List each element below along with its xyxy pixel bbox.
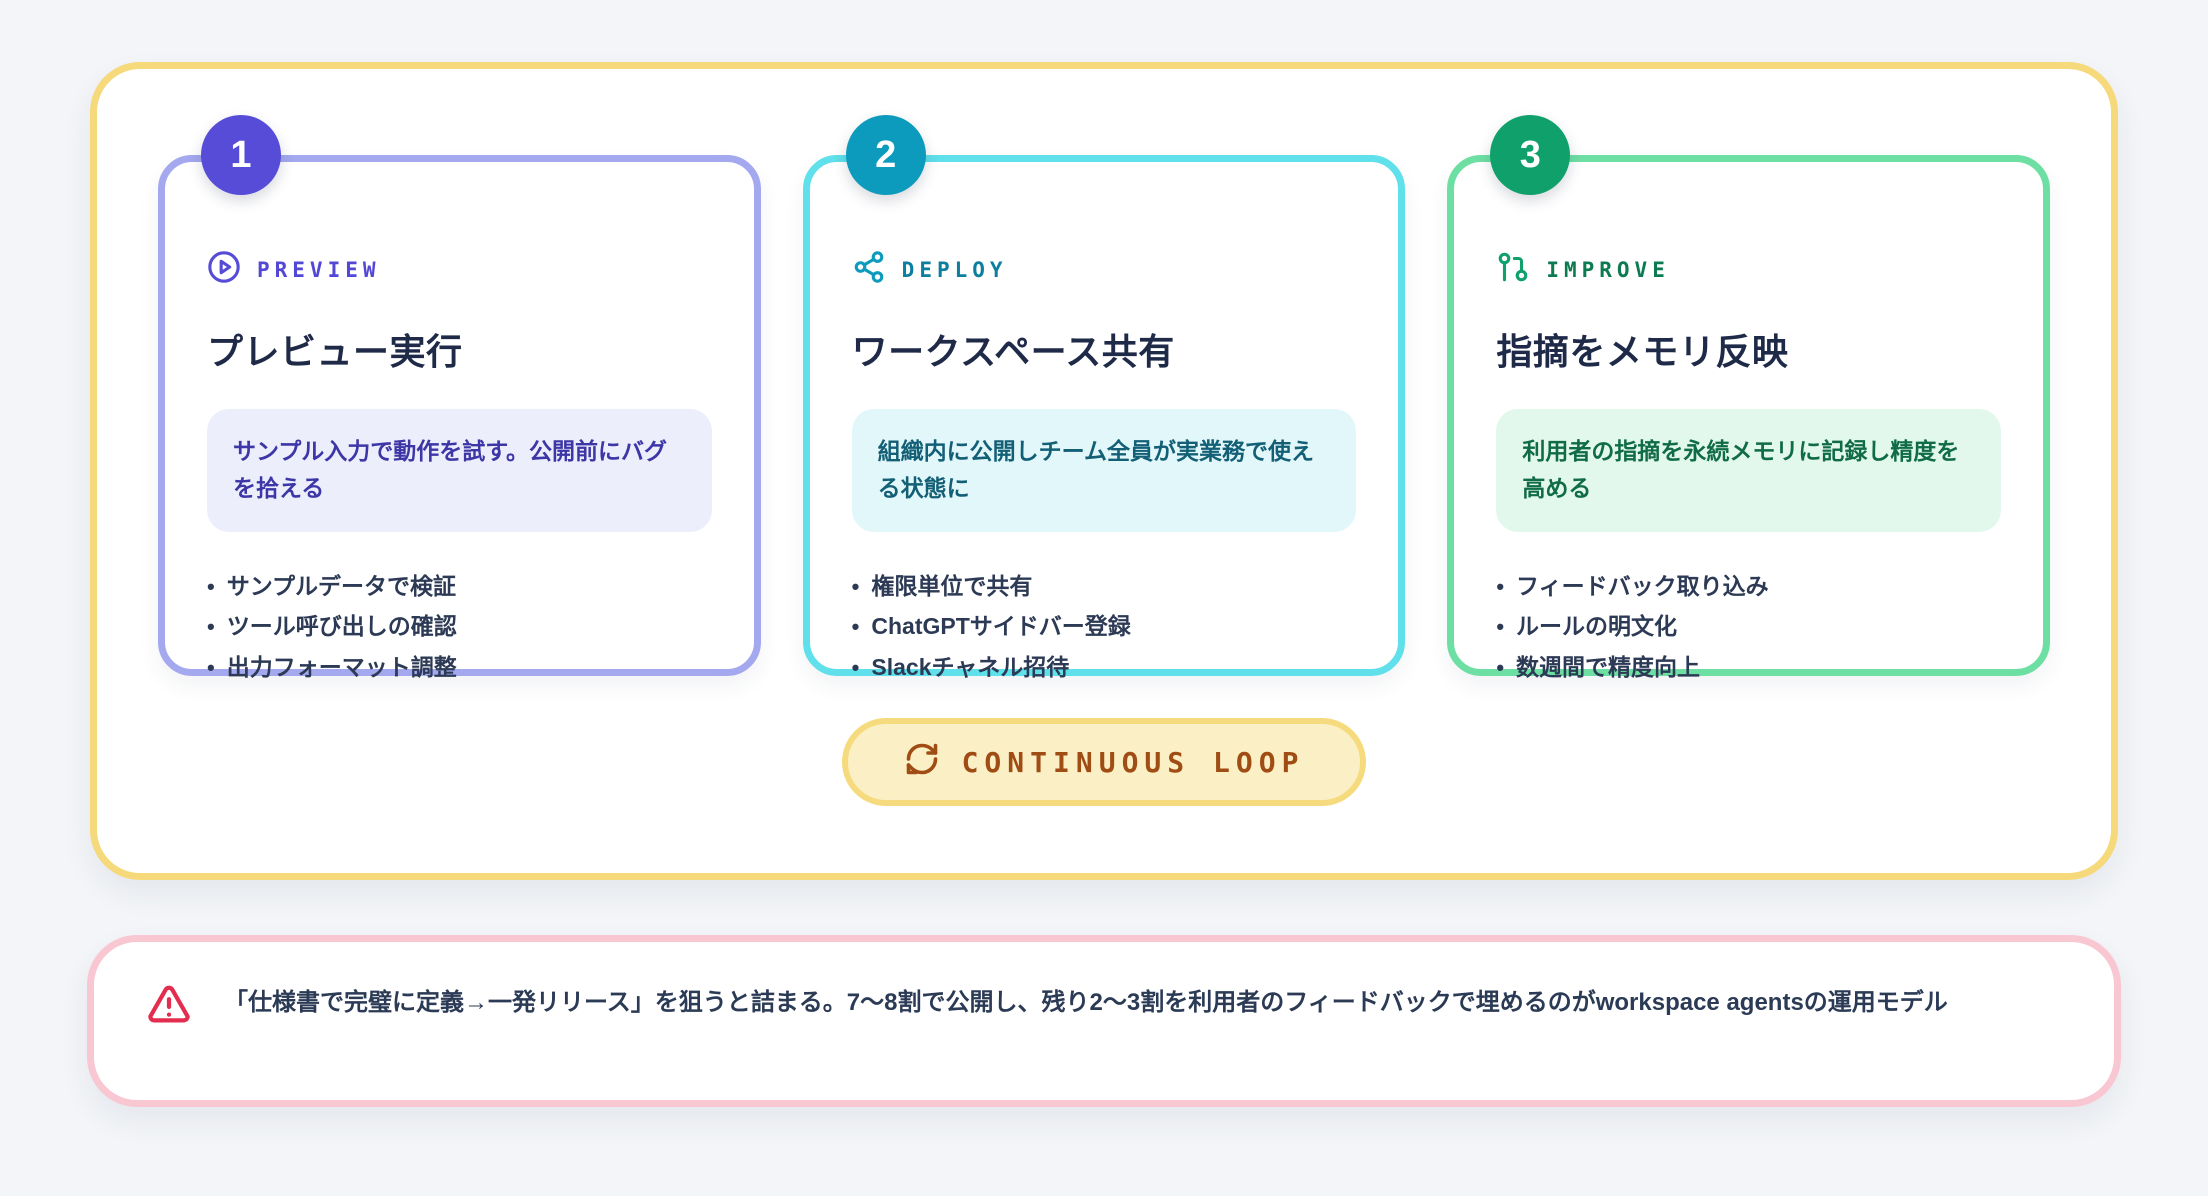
- bullet-item: 権限単位で共有: [852, 566, 1357, 607]
- bullet-item: 出力フォーマット調整: [207, 647, 712, 688]
- step-card-improve: 3 IMPROVE 指摘をメモリ反映 利用者の指摘を永続メモリに記録し精度を高め…: [1447, 115, 2051, 680]
- step-label: DEPLOY: [901, 257, 1008, 282]
- step-bullet-list: フィードバック取り込み ルールの明文化 数週間で精度向上: [1496, 566, 2001, 689]
- bullet-item: フィードバック取り込み: [1496, 566, 2001, 607]
- bullet-item: サンプルデータで検証: [207, 566, 712, 607]
- git-pull-request-icon: [1496, 250, 1530, 289]
- step-highlight: 利用者の指摘を永続メモリに記録し精度を高める: [1496, 409, 2002, 532]
- step-label: IMPROVE: [1546, 257, 1670, 282]
- bullet-item: Slackチャネル招待: [852, 647, 1357, 688]
- play-circle-icon: [207, 250, 241, 289]
- step-cards-row: 1 PREVIEW プレビュー実行 サンプル入力で動作を試す。公開前にバグを拾え…: [97, 69, 2111, 680]
- step-number-badge: 1: [201, 115, 281, 195]
- warning-note: 「仕様書で完璧に定義→一発リリース」を狙うと詰まる。7〜8割で公開し、残り2〜3…: [87, 935, 2121, 1107]
- share-icon: [852, 250, 886, 289]
- step-number-badge: 3: [1490, 115, 1571, 195]
- alert-triangle-icon: [146, 980, 192, 1033]
- loop-row: CONTINUOUS LOOP: [97, 718, 2111, 806]
- bullet-item: ツール呼び出しの確認: [207, 606, 712, 647]
- step-label-row: DEPLOY: [852, 250, 1357, 289]
- step-title: 指摘をメモリ反映: [1496, 331, 1789, 372]
- bullet-item: ルールの明文化: [1496, 606, 2001, 647]
- step-title: ワークスペース共有: [851, 331, 1175, 372]
- workflow-panel: 1 PREVIEW プレビュー実行 サンプル入力で動作を試す。公開前にバグを拾え…: [90, 62, 2118, 880]
- bullet-item: ChatGPTサイドバー登録: [852, 606, 1357, 647]
- step-label-row: PREVIEW: [207, 250, 712, 289]
- loop-button-label: CONTINUOUS LOOP: [961, 745, 1305, 779]
- step-bullet-list: サンプルデータで検証 ツール呼び出しの確認 出力フォーマット調整: [207, 566, 712, 689]
- bullet-item: 数週間で精度向上: [1496, 647, 2001, 688]
- step-card-preview: 1 PREVIEW プレビュー実行 サンプル入力で動作を試す。公開前にバグを拾え…: [158, 115, 761, 680]
- warning-text: 「仕様書で完璧に定義→一発リリース」を狙うと詰まる。7〜8割で公開し、残り2〜3…: [224, 989, 1948, 1016]
- refresh-icon: [904, 741, 940, 784]
- step-highlight: サンプル入力で動作を試す。公開前にバグを拾える: [207, 409, 712, 532]
- step-label-row: IMPROVE: [1496, 250, 2001, 289]
- step-highlight: 組織内に公開しチーム全員が実業務で使える状態に: [851, 409, 1357, 532]
- step-title: プレビュー実行: [207, 331, 463, 372]
- continuous-loop-button[interactable]: CONTINUOUS LOOP: [841, 718, 1367, 806]
- step-label: PREVIEW: [257, 257, 381, 282]
- step-card-deploy: 2 DEPLOY ワークスペース共有 組織内に公開しチーム全員が実業務で使える状…: [802, 115, 1406, 680]
- step-number-badge: 2: [845, 115, 926, 195]
- step-bullet-list: 権限単位で共有 ChatGPTサイドバー登録 Slackチャネル招待: [852, 566, 1357, 689]
